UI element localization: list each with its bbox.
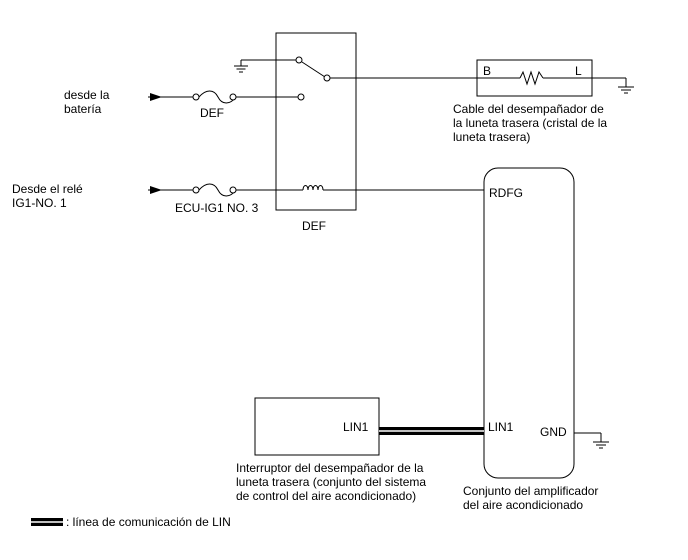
battery-arrow-icon [150,93,162,101]
amplifier-caption-line1: Conjunto del amplificador [463,484,598,498]
switch-caption-line3: de control del aire acondicionado) [236,489,416,503]
ac-amplifier-box [483,167,575,479]
def-fuse-terminal-right [229,93,237,101]
defogger-terminal-l: L [575,64,582,78]
relay-source: Desde el relé IG1-NO. 1 [12,182,196,210]
def-fuse-element-icon [198,90,237,104]
relay-source-label-line1: Desde el relé [12,182,83,196]
ac-amplifier: RDFG LIN1 GND Conjunto del amplificador … [463,167,598,512]
amplifier-ground-icon [593,441,609,449]
ecu-ig1-fuse-terminal-right [229,186,237,194]
amplifier-pin-gnd: GND [540,425,567,439]
relay-ground-icon [234,65,248,73]
battery-source-label-line1: desde la [64,88,110,102]
relay-ground-contact [295,56,303,64]
defogger-caption-line1: Cable del desempañador de [453,102,604,116]
defogger-caption-line3: luneta trasera) [453,130,530,144]
def-fuse-terminal-left [192,93,200,101]
def-relay-label: DEF [302,219,326,233]
def-fuse: DEF [192,90,237,120]
amplifier-pin-lin1: LIN1 [488,420,514,434]
defogger-switch-assembly: LIN1 Interruptor del desempañador de la … [236,397,426,503]
legend-text: : línea de comunicación de LIN [66,515,231,529]
def-fuse-label: DEF [200,106,224,120]
relay-arrow-icon [150,186,162,194]
amplifier-pin-rdfg: RDFG [489,186,523,200]
defogger-terminal-b: B [483,64,491,78]
switch-caption-line1: Interruptor del desempañador de la [236,461,424,475]
switch-caption-line2: luneta trasera (conjunto del sistema [236,475,426,489]
relay-source-label-line2: IG1-NO. 1 [12,196,67,210]
ecu-ig1-fuse-label: ECU-IG1 NO. 3 [175,201,259,215]
battery-source: desde la batería [64,88,196,116]
ecu-ig1-fuse-element-icon [198,183,237,197]
def-relay: DEF [234,32,357,233]
lin-communication-line [379,427,484,435]
relay-switch-arm [301,61,326,78]
switch-pin-lin1: LIN1 [343,420,369,434]
defogger-caption-line2: la luneta trasera (cristal de la [453,116,607,130]
switch-assembly-box [254,397,380,456]
defogger-wire: B L Cable del desempañador de la luneta … [453,59,607,144]
amplifier-caption-line2: del aire acondicionado [463,498,583,512]
defogger-resistor-icon [519,70,544,86]
battery-source-label-line2: batería [64,102,102,116]
relay-common-contact [323,74,331,82]
relay-coil-icon [302,185,324,191]
defogger-ground-icon [618,86,634,94]
ecu-ig1-fuse: ECU-IG1 NO. 3 [175,183,259,215]
ecu-ig1-fuse-terminal-left [192,186,200,194]
def-relay-box [275,32,357,211]
legend: : línea de comunicación de LIN [31,515,231,529]
relay-battery-contact [297,93,305,101]
